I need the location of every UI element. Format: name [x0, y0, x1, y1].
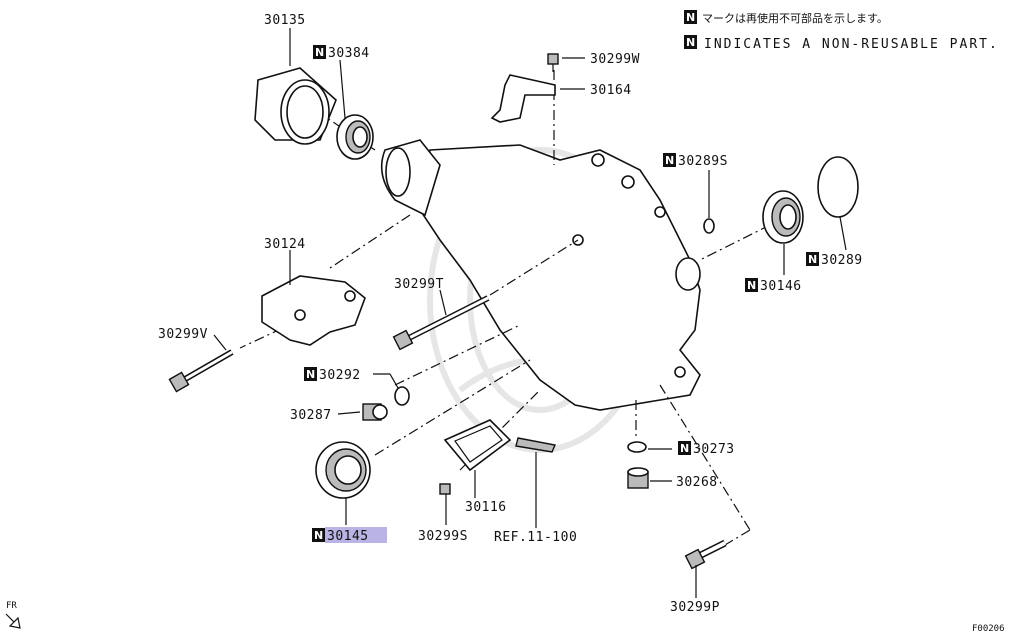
legend-marker-1: N [686, 11, 695, 24]
part-30299W-bolt [547, 53, 559, 72]
label-30145[interactable]: 30145 [327, 529, 369, 544]
label-30116: 30116 [465, 500, 507, 515]
part-30146-seal [762, 190, 804, 244]
label-30287: 30287 [290, 408, 332, 423]
n-marker-icon [684, 35, 697, 49]
part-ref-plate [515, 437, 556, 453]
label-30289: 30289 [821, 253, 863, 268]
n-marker-30384: N [315, 46, 324, 59]
part-30292-washer [394, 386, 410, 406]
label-30299S: 30299S [418, 529, 468, 544]
n-marker-icon [684, 10, 697, 24]
part-30135-sleeve [254, 67, 337, 145]
n-marker-30145: N [314, 529, 323, 542]
highlight-box [325, 527, 387, 543]
n-marker-icon [304, 367, 317, 381]
part-30299T-bolt [392, 295, 490, 351]
label-ref: REF.11-100 [494, 530, 577, 545]
part-30116-gasket [443, 419, 512, 472]
arrow-icon [5, 613, 21, 629]
label-30164: 30164 [590, 83, 632, 98]
n-marker-icon [745, 278, 758, 292]
part-30287-plug [362, 403, 388, 421]
n-marker-30289S: N [665, 154, 674, 167]
part-30384-seal [336, 114, 374, 160]
transfer-housing [380, 139, 701, 411]
label-30273: 30273 [693, 442, 735, 457]
n-marker-icon [663, 153, 676, 167]
leader-lines [213, 28, 847, 598]
legend-japanese: マークは再使用不可部品を示します。 [702, 11, 888, 25]
label-30289S: 30289S [678, 154, 728, 169]
label-30299T: 30299T [394, 277, 444, 292]
front-direction-indicator: FR [5, 601, 21, 629]
label-30299W: 30299W [590, 52, 640, 67]
label-30146: 30146 [760, 279, 802, 294]
n-marker-icon [806, 252, 819, 266]
n-marker-icon [678, 441, 691, 455]
figure-code: F00206 [972, 624, 1005, 634]
legend-english: INDICATES A NON-REUSABLE PART. [704, 37, 999, 52]
fr-label: FR [6, 601, 17, 611]
n-marker-30273: N [680, 442, 689, 455]
n-marker-icon [313, 45, 326, 59]
label-30299P: 30299P [670, 600, 720, 615]
part-30299S-bolt [439, 483, 451, 495]
part-30124-bracket [261, 275, 366, 346]
assembly-lines [239, 70, 771, 546]
legend-marker-2: N [686, 36, 695, 49]
part-30268-plug [627, 467, 649, 489]
part-30299V-bolt [168, 349, 234, 393]
part-labels: 30135 N 30384 30299W 30164 N 30289S 3012… [158, 13, 863, 615]
part-30289S-oring [703, 218, 715, 234]
part-30273-ring [627, 441, 647, 453]
label-30384: 30384 [328, 46, 370, 61]
n-marker-30292: N [306, 368, 315, 381]
label-30135: 30135 [264, 13, 306, 28]
n-marker-30146: N [747, 279, 756, 292]
legend: N マークは再使用不可部品を示します。 N INDICATES A NON-RE… [684, 10, 999, 52]
part-30164-bracket [490, 74, 556, 123]
label-30124: 30124 [264, 237, 306, 252]
part-30145-seal [315, 441, 371, 499]
part-30299P-bolt [684, 539, 727, 570]
label-30299V: 30299V [158, 327, 208, 342]
n-marker-30289: N [808, 253, 817, 266]
part-30289-oring [817, 156, 859, 218]
label-30268: 30268 [676, 475, 718, 490]
n-marker-icon [312, 528, 325, 542]
label-30292: 30292 [319, 368, 361, 383]
